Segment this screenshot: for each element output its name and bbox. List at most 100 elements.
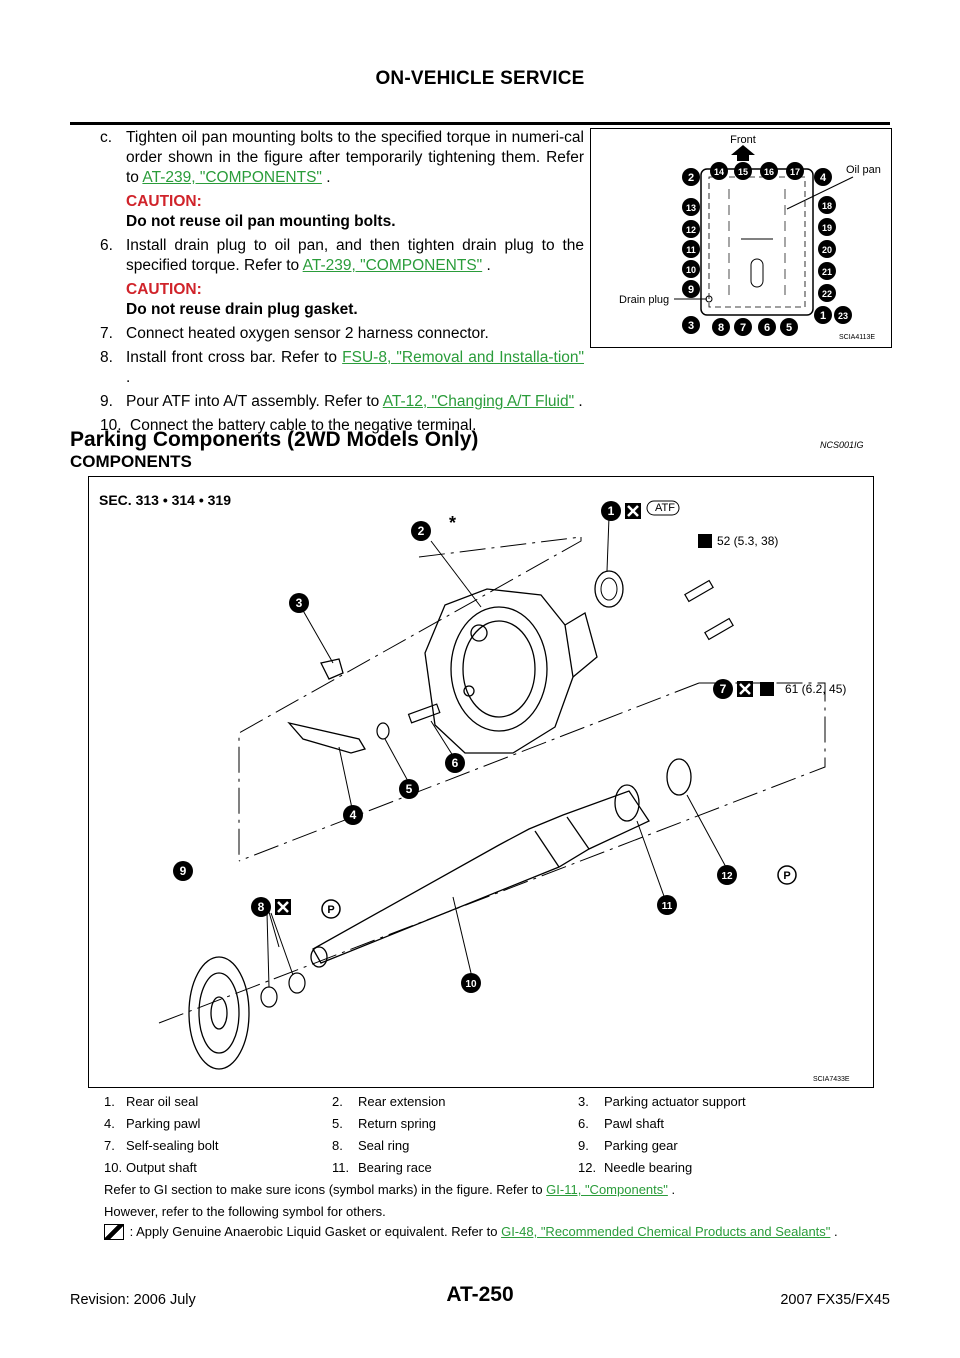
part-callout-number: 5 (406, 782, 413, 796)
ref-link[interactable]: FSU-8, "Removal and Installa-tion" (342, 349, 584, 366)
bolt-callout-number: 9 (688, 284, 694, 296)
part-callout-badge (251, 897, 271, 917)
header-rule (70, 122, 890, 125)
legend-number: 4. (104, 1115, 115, 1131)
page-header-title: ON-VEHICLE SERVICE (375, 68, 585, 89)
bolt-callout-number: 20 (822, 245, 832, 255)
bolt-callout-badge (682, 220, 700, 238)
step-number: 6. (100, 237, 113, 254)
step-c: c. Tighten oil pan mounting bolts to the… (100, 129, 584, 230)
step-text: Connect the battery cable to the negativ… (130, 417, 477, 434)
rear-extension-drawing (424, 588, 598, 754)
part-callout-badge (713, 679, 733, 699)
exploded-view-diagram: SEC. 313 • 314 • 319 (99, 492, 850, 1083)
legend-part-name: Output shaft (126, 1159, 197, 1175)
bolt-callout-number: 7 (740, 322, 746, 334)
step-number: c. (100, 129, 113, 146)
bolt-callout-badge (814, 306, 832, 324)
bolt-callout-badge (710, 162, 728, 180)
caution-text: Do not reuse drain plug gasket. (126, 301, 358, 318)
note-line-3: : Apply Genuine Anaerobic Liquid Gasket … (104, 1223, 838, 1241)
legend-number: 11. (332, 1159, 350, 1175)
part-callout-number: 4 (350, 808, 357, 822)
part-callout-number: 11 (662, 901, 673, 912)
note-line-2: However, refer to the following symbol f… (104, 1204, 386, 1219)
bolt-callout-badge (734, 318, 752, 336)
bolt-callout-number: 4 (820, 172, 827, 184)
part-callout-number: 2 (418, 524, 425, 538)
step-9: 9. Pour ATF into A/T assembly. Refer to … (100, 393, 583, 410)
figure-code: SCIA7433E (813, 1076, 850, 1083)
caution-label: CAUTION: (126, 281, 202, 298)
ref-link[interactable]: AT-12, "Changing A/T Fluid" (382, 393, 575, 410)
bolt-callout-badge (734, 162, 752, 180)
part-callout-number: 6 (452, 756, 459, 770)
torque-bolt-7: 61 (6.2, 45) (785, 682, 846, 696)
bolt-callout-badge (682, 198, 700, 216)
legend-part-name: Return spring (358, 1115, 437, 1131)
section-title: Parking Components (2WD Models Only) (70, 428, 479, 451)
output-shaft-drawing (310, 790, 650, 968)
section-subtitle: COMPONENTS (70, 452, 192, 471)
parking-components-figure: SEC. 313 • 314 • 319 (88, 476, 874, 1088)
bolt-callout-badge (818, 196, 836, 214)
figure-code: SCIA4113E (839, 334, 875, 341)
legend-part-name: Parking gear (604, 1137, 678, 1153)
legend-part-name: Rear oil seal (126, 1093, 199, 1109)
bolt-callout-badge (682, 260, 700, 278)
bolt-callout-number: 21 (822, 267, 832, 277)
step-text: Tighten oil pan mounting bolts to the sp… (126, 129, 584, 186)
atf-label: ATF (655, 502, 675, 514)
gasket-icon (104, 1223, 124, 1240)
part-callout-badge (461, 973, 481, 993)
step-8: 8. Install front cross bar. Refer to FSU… (100, 349, 584, 386)
ref-link[interactable]: AT-239, "COMPONENTS" (142, 169, 322, 186)
bolt-callout-number: 6 (764, 322, 770, 334)
front-label: Front (730, 134, 756, 146)
bolt-callout-badge (818, 262, 836, 280)
p-symbol-label: P (783, 870, 790, 882)
step-number: 7. (100, 325, 113, 342)
oil-pan-label: Oil pan (846, 164, 881, 176)
legend-part-name: Seal ring (358, 1137, 410, 1153)
step-text: Connect heated oxygen sensor 2 harness c… (126, 325, 489, 342)
bolt-callout-badge (818, 240, 836, 258)
parking-gear-drawing (188, 956, 250, 1070)
note-line-1: Refer to GI section to make sure icons (… (104, 1182, 676, 1197)
part-callout-number: 1 (608, 504, 615, 518)
ref-link[interactable]: AT-239, "COMPONENTS" (302, 257, 483, 274)
bolt-callout-number: 3 (688, 320, 694, 332)
bolt-callout-number: 10 (686, 265, 696, 275)
step-text: Install drain plug to oil pan, and then … (126, 237, 584, 274)
p-symbol-label: P (327, 904, 334, 916)
step-number: 9. (100, 393, 113, 410)
bolt-callout-badge (786, 162, 804, 180)
legend-part-name: Needle bearing (604, 1159, 693, 1175)
legend-number: 6. (578, 1115, 589, 1131)
part-callout-number: 7 (720, 682, 727, 696)
legend-number: 8. (332, 1137, 343, 1153)
torque-bolt-1: 52 (5.3, 38) (717, 534, 778, 548)
bolt-callout-number: 16 (764, 167, 774, 177)
sec-label: SEC. 313 • 314 • 319 (99, 492, 231, 508)
legend-part-name: Parking actuator support (604, 1093, 746, 1109)
legend-part-name: Pawl shaft (604, 1115, 664, 1131)
bolt-callout-badge (760, 162, 778, 180)
legend-number: 1. (104, 1093, 115, 1109)
part-callout-badge (399, 779, 419, 799)
part-callout-badge (445, 753, 465, 773)
step-number: 10. (100, 417, 122, 434)
legend-part-name: Self-sealing bolt (126, 1137, 219, 1153)
legend-number: 12. (578, 1159, 597, 1175)
legend-number: 10. (104, 1159, 123, 1175)
step-6: 6. Install drain plug to oil pan, and th… (100, 237, 584, 318)
bolt-callout-badge (682, 240, 700, 258)
ref-link[interactable]: GI-48, "Recommended Chemical Products an… (501, 1224, 831, 1239)
legend-number: 5. (332, 1115, 343, 1131)
part-callout-badge (717, 865, 737, 885)
part-callout-badge (657, 895, 677, 915)
ref-link[interactable]: GI-11, "Components" (546, 1182, 668, 1197)
